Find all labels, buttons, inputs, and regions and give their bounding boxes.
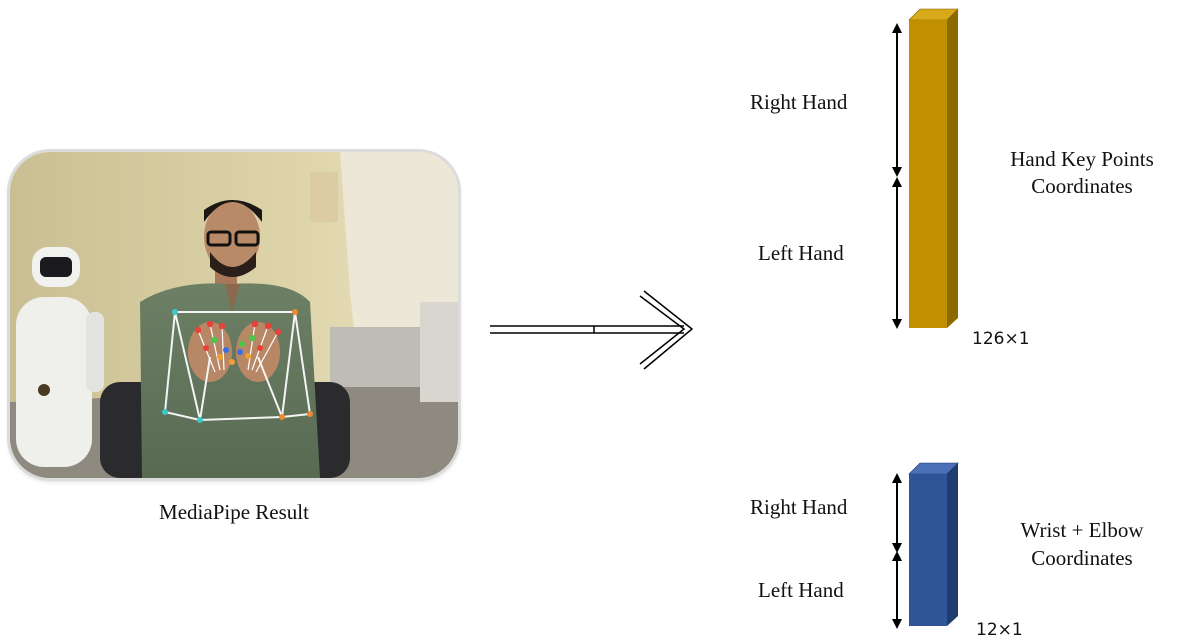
hand-right-label: Right Hand bbox=[750, 90, 848, 114]
wrist-title-line2: Coordinates bbox=[1031, 546, 1133, 570]
hand-landmarks-overlay bbox=[162, 309, 313, 423]
hand-keypoints-bar bbox=[908, 8, 959, 328]
robot bbox=[16, 247, 104, 467]
wrist-elbow-bar bbox=[908, 462, 959, 626]
hand-left-label: Left Hand bbox=[758, 241, 844, 265]
wrist-bar-side bbox=[947, 463, 958, 626]
hand-bar-side bbox=[947, 9, 958, 328]
hand-title-line2: Coordinates bbox=[1031, 174, 1133, 198]
hand-size-label: 126×1 bbox=[972, 329, 1030, 349]
wrist-left-label: Left Hand bbox=[758, 578, 844, 602]
wrist-title-line1: Wrist + Elbow bbox=[1020, 518, 1144, 542]
hand-title-line1: Hand Key Points bbox=[1010, 147, 1154, 171]
wrist-size-label: 12×1 bbox=[976, 620, 1023, 640]
mediapipe-result-image bbox=[10, 152, 458, 478]
photo-caption: MediaPipe Result bbox=[159, 500, 309, 524]
wrist-right-label: Right Hand bbox=[750, 495, 848, 519]
wrist-bar-front bbox=[909, 474, 947, 626]
transform-arrow bbox=[490, 290, 694, 370]
hand-bar-front bbox=[909, 20, 947, 328]
